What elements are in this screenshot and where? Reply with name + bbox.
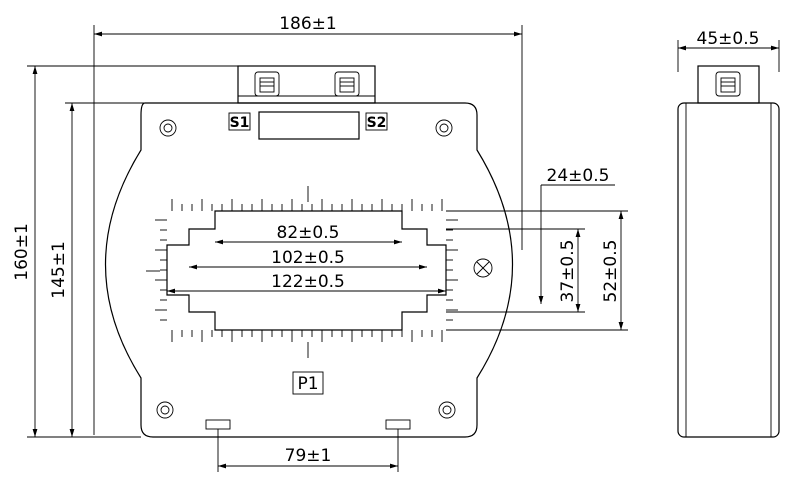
dim-outer-height: 160±1: [12, 223, 32, 281]
dim-side-depth: 45±0.5: [697, 29, 760, 49]
body-outline: [104, 102, 514, 438]
dim-slot-spacing: 79±1: [285, 446, 332, 466]
ground-symbol: [473, 258, 493, 278]
slot-left: [205, 419, 231, 430]
mounting-holes: [156, 119, 456, 419]
dim-inner-height: 145±1: [49, 241, 69, 299]
dim-window-width-1: 82±0.5: [277, 223, 340, 243]
slot-right: [385, 419, 411, 430]
p1-label: P1: [297, 374, 318, 394]
terminal-block: [237, 65, 376, 104]
dim-window-width-3: 122±0.5: [271, 272, 345, 292]
dim-overall-width: 186±1: [279, 14, 337, 34]
s1-label: S1: [230, 115, 250, 131]
dim-window-top-offset: 24±0.5: [547, 166, 610, 186]
dim-window-outer-height: 52±0.5: [601, 240, 621, 303]
window-tick-marks: [155, 199, 458, 342]
side-view: [677, 65, 780, 438]
front-view: S1 S2 P1: [104, 65, 514, 438]
dimensions: 186±1 160±1 145±1 82±0.5 102±0.5 122±0.5…: [12, 14, 780, 472]
dim-window-inner-height: 37±0.5: [558, 240, 578, 303]
dim-window-width-2: 102±0.5: [271, 248, 345, 268]
nameplate: [258, 111, 360, 140]
s2-label: S2: [367, 115, 387, 131]
